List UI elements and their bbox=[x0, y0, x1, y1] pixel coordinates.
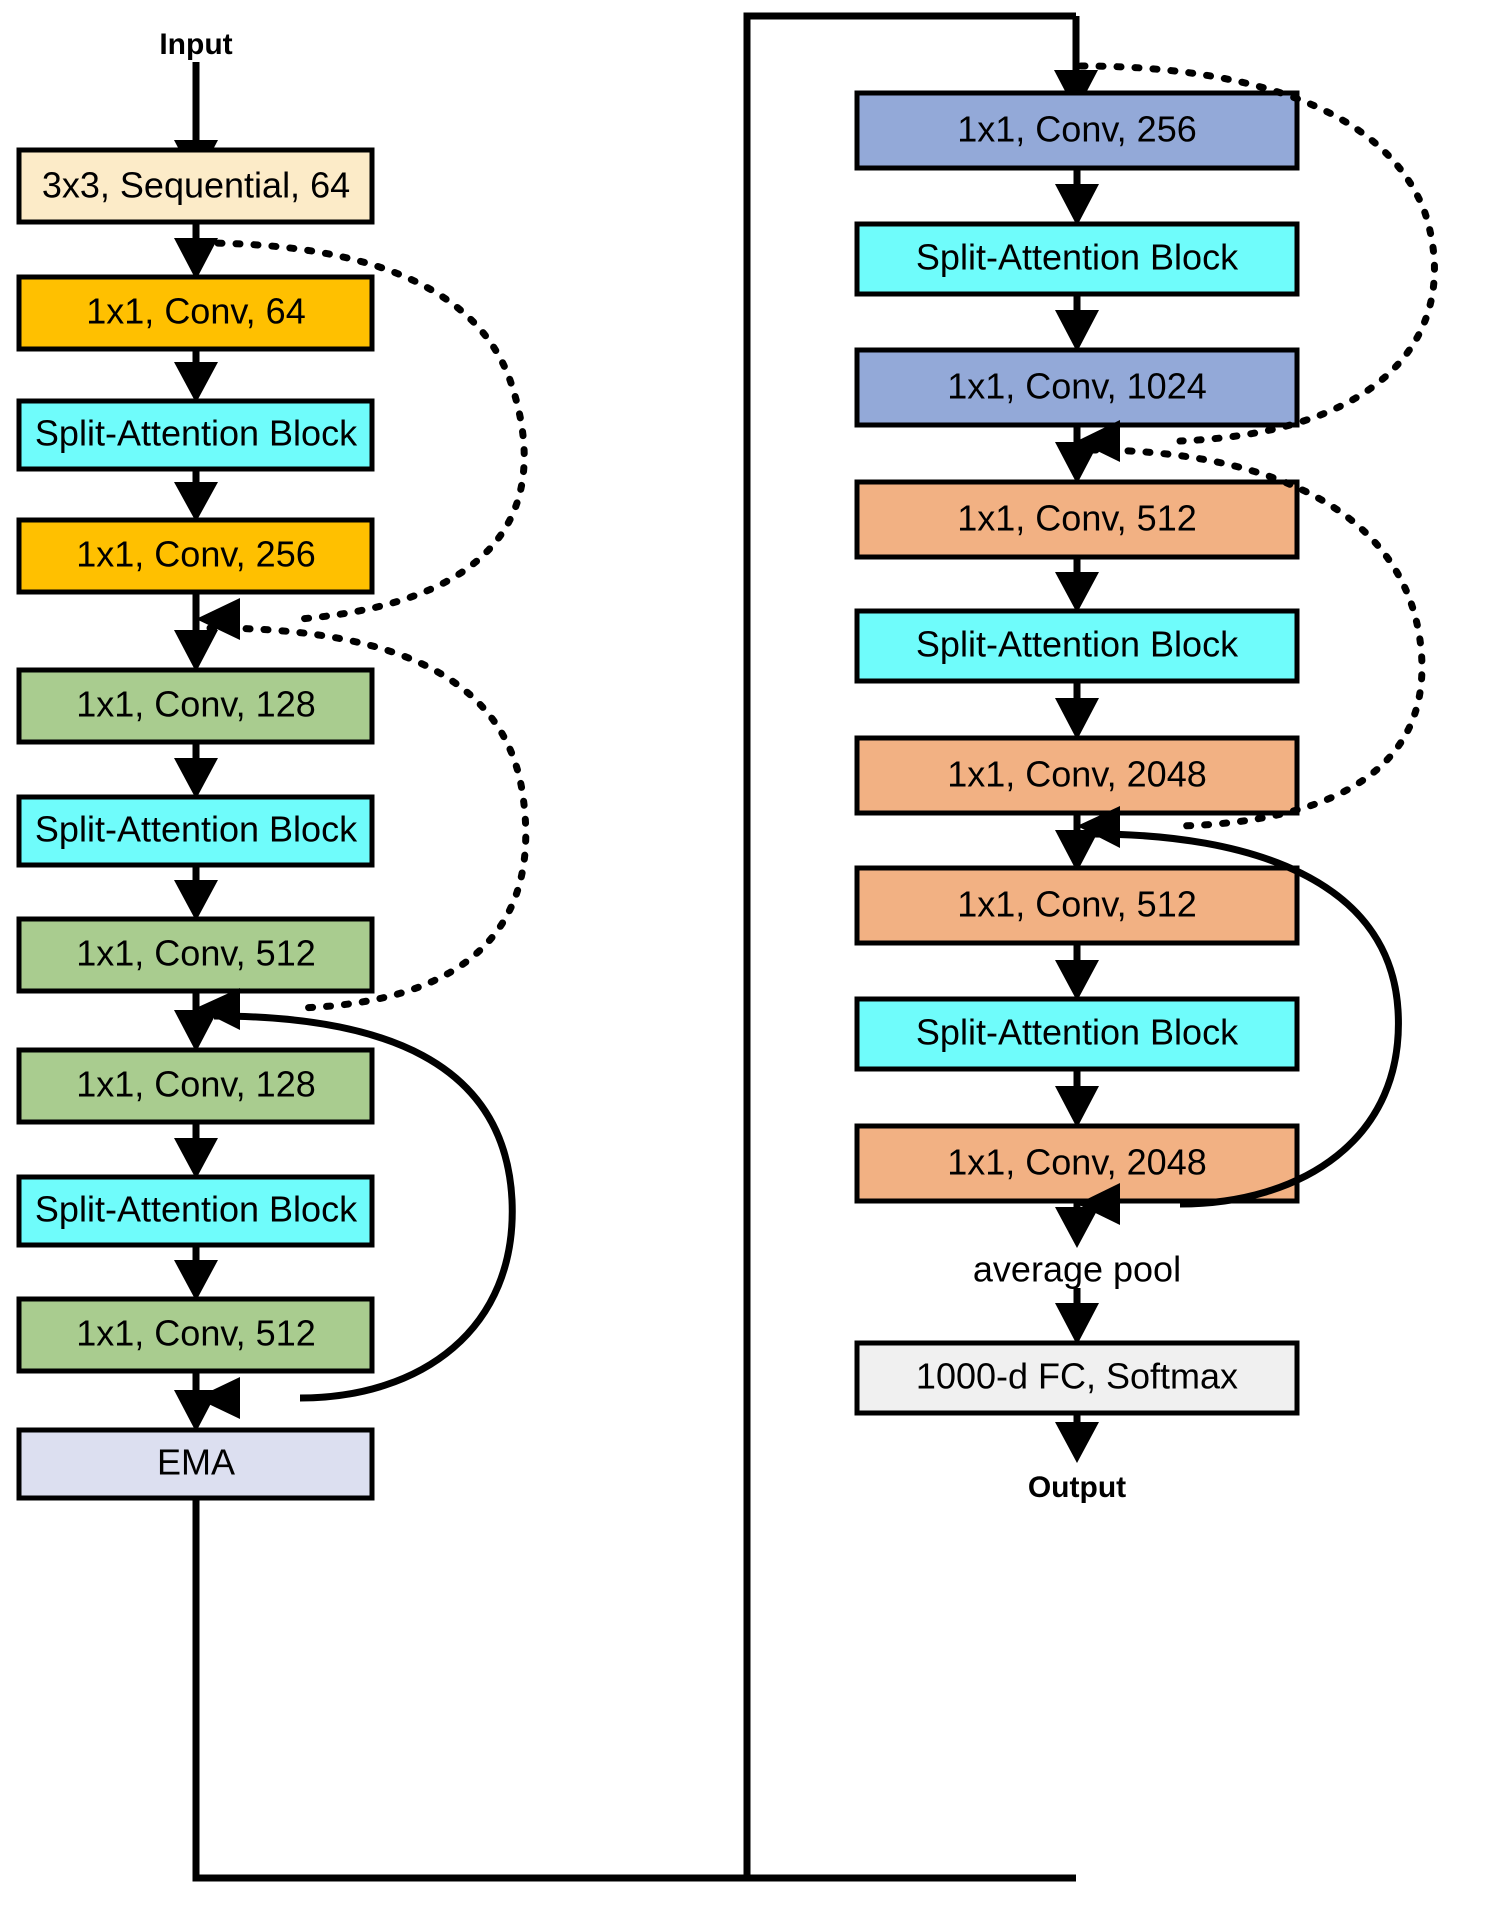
block-s4a-conv-b-rect bbox=[854, 735, 1300, 816]
block-s4b-conv-b-label: 1x1, Conv, 2048 bbox=[947, 1142, 1207, 1183]
block-s4b-conv-a-label: 1x1, Conv, 512 bbox=[957, 884, 1196, 925]
block-s2a-split-rect bbox=[16, 794, 375, 868]
block-s4a-conv-a-label: 1x1, Conv, 512 bbox=[957, 498, 1196, 539]
block-s2b-split-label: Split-Attention Block bbox=[35, 1189, 358, 1230]
arrow-s2aconva-to-s2asplit bbox=[174, 742, 218, 799]
block-s2a-split-label: Split-Attention Block bbox=[35, 809, 358, 850]
block-s2b-split[interactable]: Split-Attention Block bbox=[16, 1174, 375, 1248]
block-s3-split-rect bbox=[854, 221, 1300, 297]
arrow-s4bconvb-to-pool bbox=[1055, 1201, 1099, 1248]
block-s2b-conv-a-label: 1x1, Conv, 128 bbox=[76, 1064, 315, 1105]
block-s3-split[interactable]: Split-Attention Block bbox=[854, 221, 1300, 297]
block-s3-conv-b[interactable]: 1x1, Conv, 1024 bbox=[854, 347, 1300, 428]
input-label: Input bbox=[159, 28, 232, 61]
skip-solid-stage2-to-ema bbox=[196, 1012, 516, 1419]
block-s1-split-label: Split-Attention Block bbox=[35, 413, 358, 454]
block-ema-label: EMA bbox=[157, 1442, 235, 1483]
block-s1-split-rect bbox=[16, 398, 375, 472]
arrow-s4bsplit-to-s4bconvb bbox=[1055, 1069, 1099, 1128]
skip-solid-stage4b bbox=[1077, 830, 1402, 1225]
block-s4b-conv-b[interactable]: 1x1, Conv, 2048 bbox=[854, 1123, 1300, 1204]
block-s4b-conv-b-rect bbox=[854, 1123, 1300, 1204]
block-s4b-conv-a[interactable]: 1x1, Conv, 512 bbox=[854, 865, 1300, 946]
arrow-s4asplit-to-s4aconvb bbox=[1055, 681, 1099, 740]
arrow-s4aconvb-to-s4bconva bbox=[1055, 813, 1099, 872]
arrow-s4aconva-to-s4asplit bbox=[1055, 557, 1099, 613]
block-s1-split[interactable]: Split-Attention Block bbox=[16, 398, 375, 472]
arrow-s1split-to-s1convb bbox=[174, 469, 218, 522]
block-s3-conv-a-rect bbox=[854, 90, 1300, 171]
block-s1-conv-a[interactable]: 1x1, Conv, 64 bbox=[16, 274, 375, 352]
block-s2a-conv-b-rect bbox=[16, 916, 375, 994]
block-fc[interactable]: 1000-d FC, Softmax bbox=[854, 1340, 1300, 1416]
block-s4b-split-label: Split-Attention Block bbox=[916, 1012, 1239, 1053]
arrow-s2bconva-to-s2bsplit bbox=[174, 1122, 218, 1179]
block-s1-conv-b-rect bbox=[16, 517, 375, 595]
block-s4b-split-rect bbox=[854, 996, 1300, 1072]
block-fc-rect bbox=[854, 1340, 1300, 1416]
arrow-s3conva-to-s3split bbox=[1055, 168, 1099, 226]
block-stem[interactable]: 3x3, Sequential, 64 bbox=[16, 147, 375, 225]
arrow-s3convb-to-s4aconva bbox=[1055, 425, 1099, 484]
arrow-s2aconvb-to-s2bconva bbox=[174, 991, 218, 1052]
arrow-stem-to-s1conva bbox=[174, 222, 218, 280]
block-s3-conv-b-rect bbox=[854, 347, 1300, 428]
arrow-s1convb-to-s2aconva bbox=[174, 592, 218, 672]
arrow-s2asplit-to-s2aconvb bbox=[174, 865, 218, 921]
block-s4a-split-label: Split-Attention Block bbox=[916, 624, 1239, 665]
block-s4a-conv-b[interactable]: 1x1, Conv, 2048 bbox=[854, 735, 1300, 816]
block-s2a-conv-b[interactable]: 1x1, Conv, 512 bbox=[16, 916, 375, 994]
arrow-s2bsplit-to-s2bconvb bbox=[174, 1245, 218, 1301]
block-s1-conv-b[interactable]: 1x1, Conv, 256 bbox=[16, 517, 375, 595]
arrow-pool-to-fc bbox=[1055, 1288, 1099, 1345]
block-s1-conv-a-rect bbox=[16, 274, 375, 352]
output-label: Output bbox=[1028, 1471, 1126, 1504]
arrow-fc-to-output bbox=[1055, 1413, 1099, 1463]
block-s3-conv-a[interactable]: 1x1, Conv, 256 bbox=[854, 90, 1300, 171]
block-s2a-conv-b-label: 1x1, Conv, 512 bbox=[76, 933, 315, 974]
block-stem-rect bbox=[16, 147, 375, 225]
block-s4a-split-rect bbox=[854, 608, 1300, 684]
block-s2a-conv-a[interactable]: 1x1, Conv, 128 bbox=[16, 667, 375, 745]
block-s2b-conv-b[interactable]: 1x1, Conv, 512 bbox=[16, 1296, 375, 1374]
block-s4a-conv-b-label: 1x1, Conv, 2048 bbox=[947, 754, 1207, 795]
block-s4a-split[interactable]: Split-Attention Block bbox=[854, 608, 1300, 684]
block-ema[interactable]: EMA bbox=[16, 1427, 375, 1501]
block-s1-conv-a-label: 1x1, Conv, 64 bbox=[86, 291, 305, 332]
block-s2a-conv-a-label: 1x1, Conv, 128 bbox=[76, 684, 315, 725]
block-s2b-conv-a[interactable]: 1x1, Conv, 128 bbox=[16, 1047, 375, 1125]
block-s1-conv-b-label: 1x1, Conv, 256 bbox=[76, 534, 315, 575]
arrow-s3split-to-s3convb bbox=[1055, 294, 1099, 352]
arrow-s4bconva-to-s4bsplit bbox=[1055, 943, 1099, 1001]
block-s2a-split[interactable]: Split-Attention Block bbox=[16, 794, 375, 868]
block-s4a-conv-a-rect bbox=[854, 479, 1300, 560]
block-s2b-conv-b-label: 1x1, Conv, 512 bbox=[76, 1313, 315, 1354]
block-s3-split-label: Split-Attention Block bbox=[916, 237, 1239, 278]
block-fc-label: 1000-d FC, Softmax bbox=[916, 1356, 1238, 1397]
arrow-s1conva-to-s1split bbox=[174, 349, 218, 403]
block-s3-conv-b-label: 1x1, Conv, 1024 bbox=[947, 366, 1207, 407]
block-s3-conv-a-label: 1x1, Conv, 256 bbox=[957, 109, 1196, 150]
block-s2a-conv-a-rect bbox=[16, 667, 375, 745]
average-pool-label: average pool bbox=[973, 1249, 1181, 1290]
block-stem-label: 3x3, Sequential, 64 bbox=[42, 165, 350, 206]
block-s4b-split[interactable]: Split-Attention Block bbox=[854, 996, 1300, 1072]
block-ema-rect bbox=[16, 1427, 375, 1501]
block-s4a-conv-a[interactable]: 1x1, Conv, 512 bbox=[854, 479, 1300, 560]
